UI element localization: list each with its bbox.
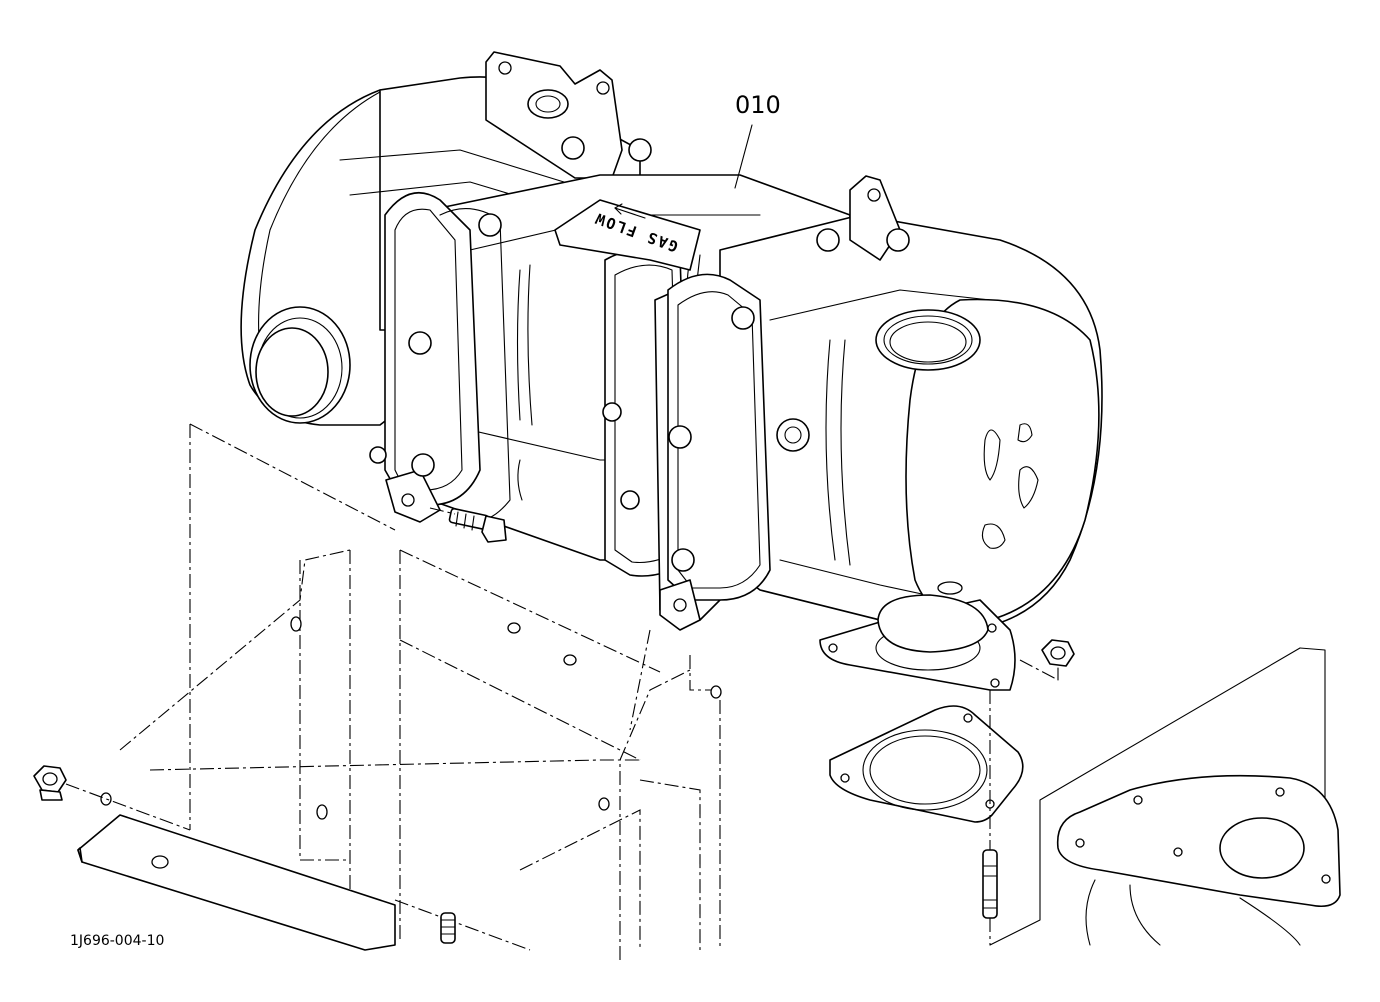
flange-bolt: [429, 507, 507, 543]
support-frame: [119, 423, 721, 960]
dpf-assembly: GAS FLOW: [240, 51, 1103, 691]
exhaust-manifold-flange: [989, 647, 1341, 946]
hex-nut-left: [33, 765, 191, 831]
nut-right: [1019, 639, 1075, 681]
bracket-plate: [77, 616, 722, 951]
stud-lower: [440, 912, 456, 944]
callout-010: 010: [734, 91, 781, 189]
part-number-010: 010: [735, 91, 781, 119]
drawing-code: 1J696-004-10: [70, 933, 164, 949]
gasket: [829, 705, 1024, 823]
clamp-bolts: [369, 136, 910, 572]
